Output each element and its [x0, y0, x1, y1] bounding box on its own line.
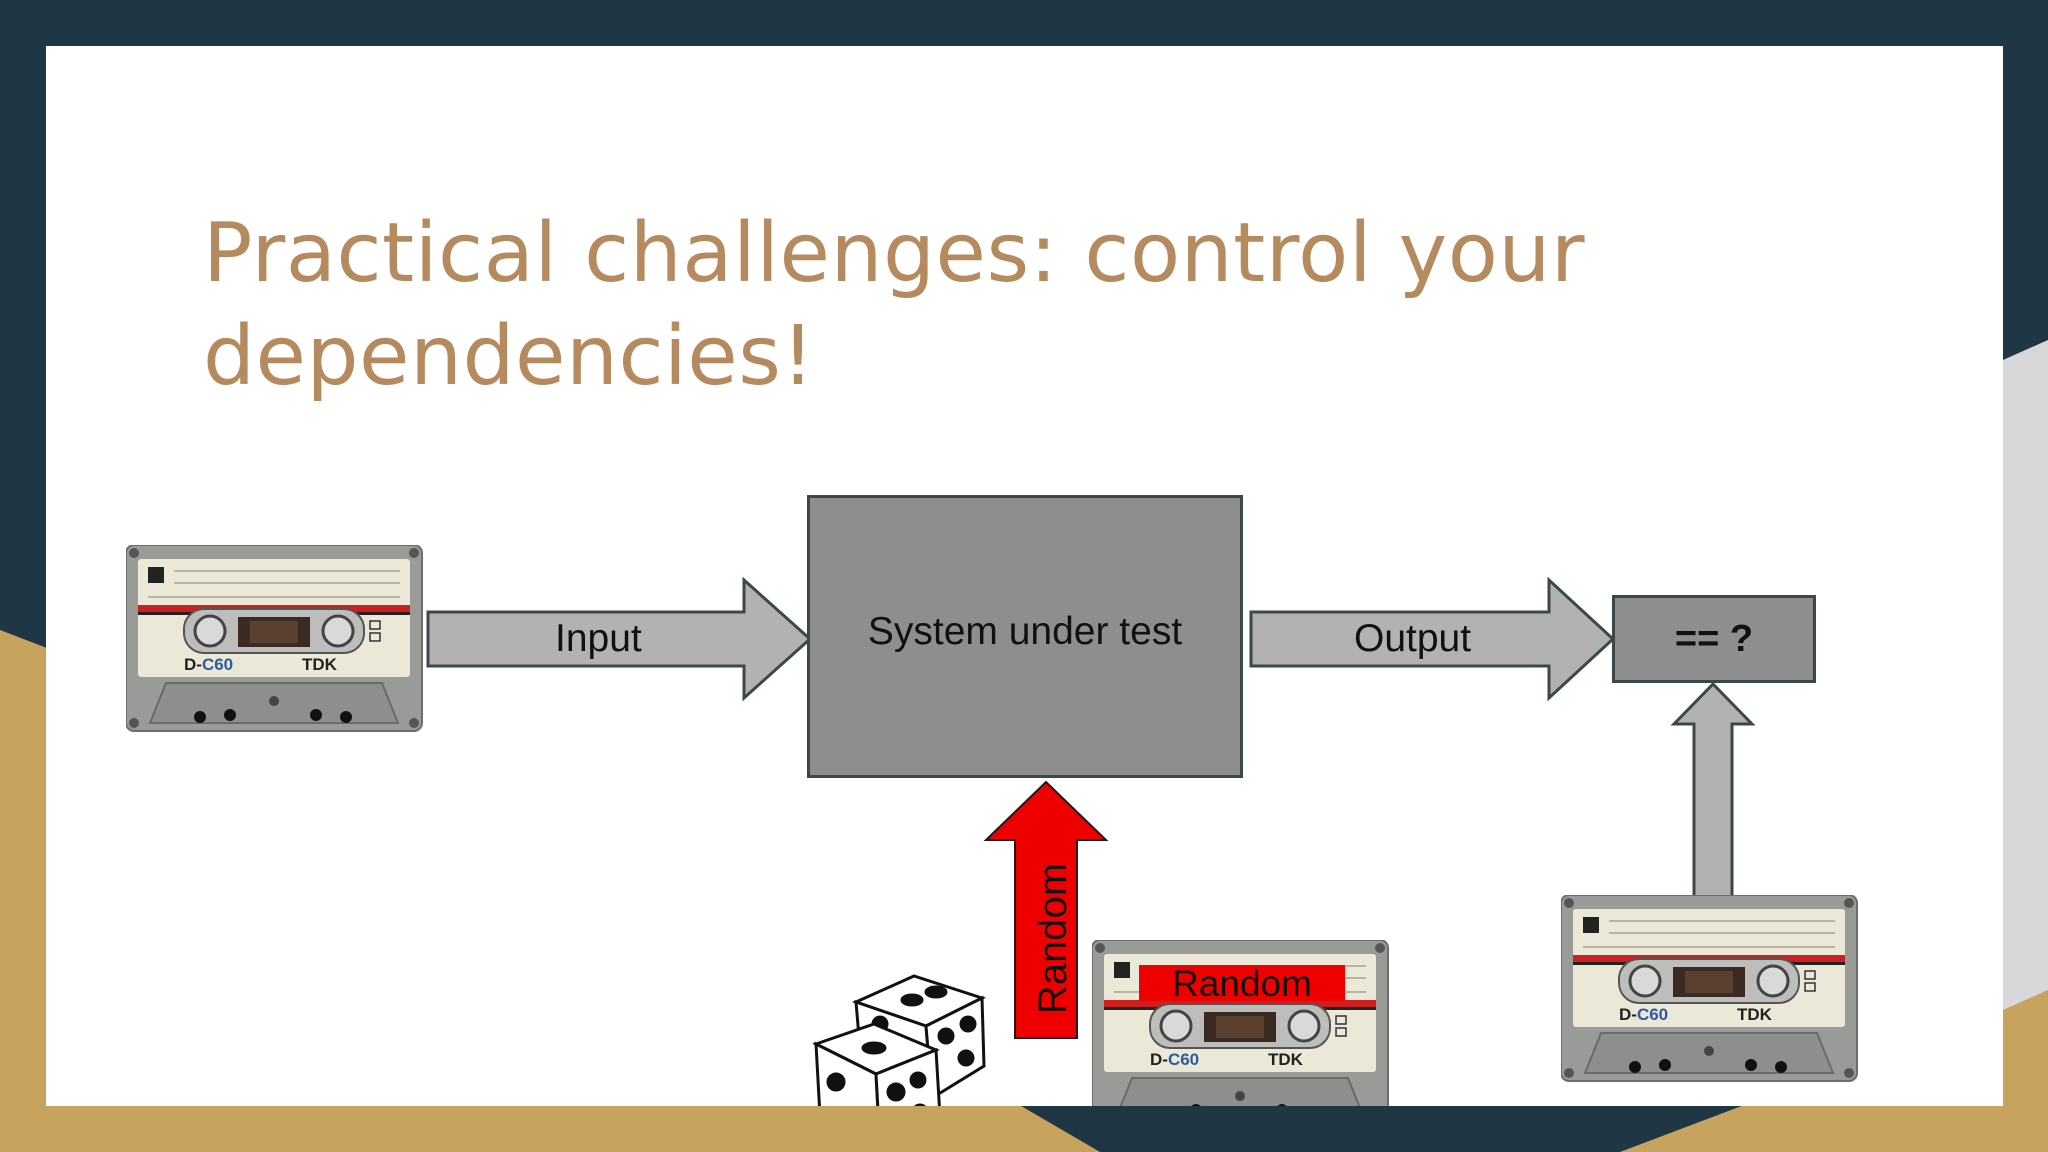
- random-cassette-label: Random: [1139, 965, 1345, 1003]
- compare-box: == ?: [1612, 595, 1816, 683]
- expected-output-arrow: [1670, 681, 1756, 904]
- system-under-test-label: System under test: [867, 610, 1183, 653]
- input-cassette-image: [126, 545, 424, 733]
- slide-title: Practical challenges: control your depen…: [203, 206, 1586, 404]
- system-under-test-box: System under test: [807, 495, 1243, 778]
- dice-image: [812, 974, 986, 1106]
- random-arrow: [983, 780, 1109, 1039]
- slide-canvas: Practical challenges: control your depen…: [46, 46, 2003, 1106]
- expected-output-cassette-image: [1561, 895, 1859, 1083]
- input-arrow: [426, 576, 813, 702]
- output-arrow: [1249, 576, 1616, 702]
- random-arrow-label: Random: [1031, 862, 1075, 1014]
- input-label: Input: [555, 617, 642, 660]
- output-label: Output: [1354, 617, 1472, 660]
